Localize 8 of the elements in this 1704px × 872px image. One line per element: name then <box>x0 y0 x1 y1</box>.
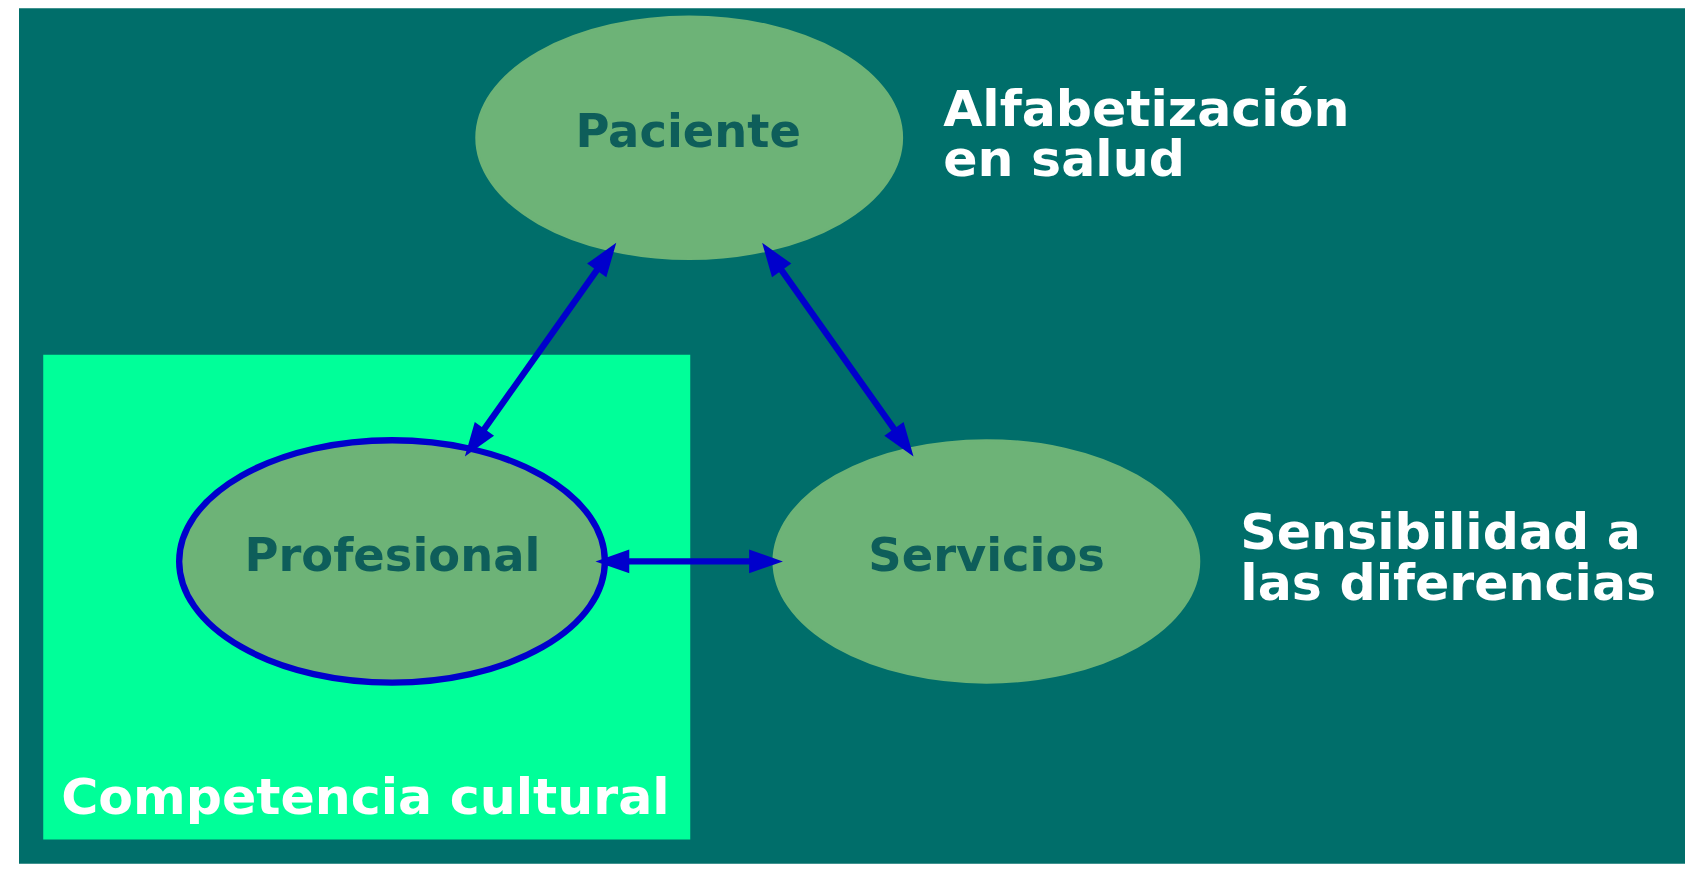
arrow <box>762 242 914 457</box>
arrow <box>464 242 617 457</box>
node-ellipse: Servicios <box>772 439 1201 684</box>
arrow <box>595 549 783 574</box>
node-label: Alfabetización en salud <box>943 78 1350 189</box>
node-ellipse: Profesional <box>176 437 609 686</box>
node-ellipse: Paciente <box>475 15 904 261</box>
node-label: Sensibilidad a las diferencias <box>1240 502 1657 612</box>
